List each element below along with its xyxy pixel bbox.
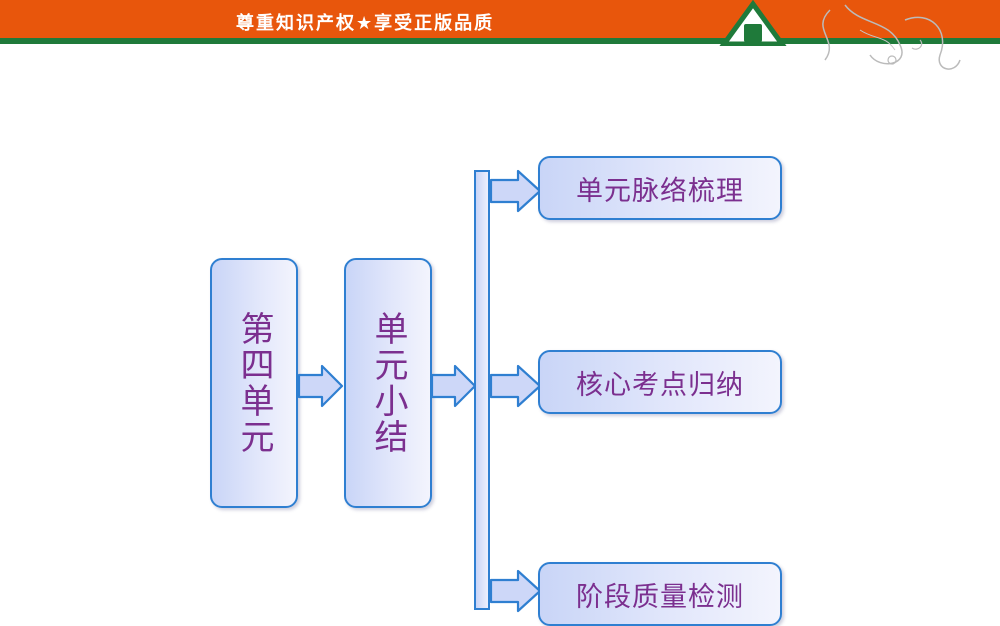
branch-box-key-points[interactable]: 核心考点归纳 <box>538 350 782 414</box>
arrow-branch-2 <box>489 364 542 408</box>
header-stripe <box>0 38 1000 44</box>
house-logo-icon <box>719 0 787 46</box>
branch-label-outline: 单元脉络梳理 <box>576 175 744 207</box>
arrow-branch-1 <box>489 169 542 213</box>
arrow-root-to-middle <box>297 364 344 408</box>
header-slogan: 尊重知识产权★享受正版品质 <box>236 13 495 34</box>
header-banner <box>0 0 1000 38</box>
branch-label-key-points: 核心考点归纳 <box>576 369 744 401</box>
unit-summary-label: 单元小结 <box>368 311 408 455</box>
floral-decoration-icon <box>822 4 961 70</box>
arrow-branch-3 <box>489 569 542 613</box>
branch-label-stage-test: 阶段质量检测 <box>576 581 744 613</box>
branch-connector-bar <box>474 170 490 610</box>
unit-root-box: 第四单元 <box>210 258 298 508</box>
branch-box-stage-test[interactable]: 阶段质量检测 <box>538 562 782 626</box>
unit-root-label: 第四单元 <box>234 311 274 455</box>
branch-box-outline[interactable]: 单元脉络梳理 <box>538 156 782 220</box>
unit-summary-box: 单元小结 <box>344 258 432 508</box>
arrow-middle-to-bar <box>430 364 477 408</box>
